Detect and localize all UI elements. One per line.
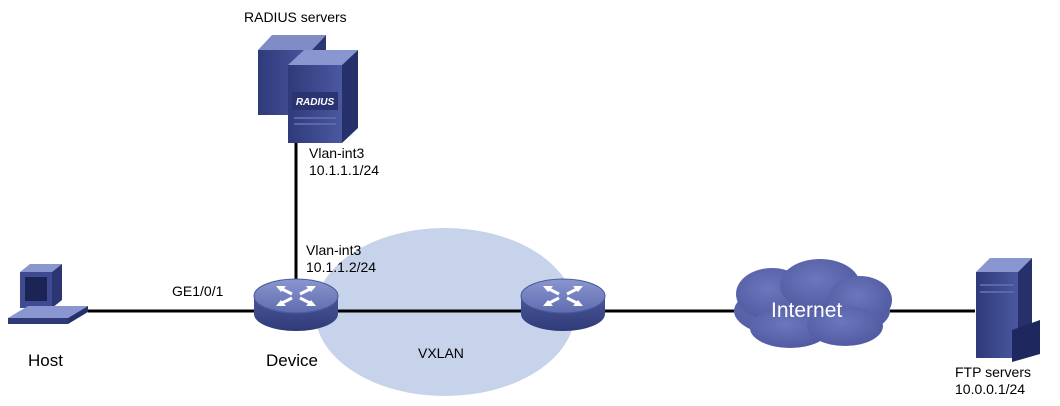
- radius-logo: RADIUS: [296, 97, 335, 108]
- radius-ip: 10.1.1.1/24: [309, 162, 380, 178]
- host-label: Host: [28, 351, 63, 370]
- radius-iface: Vlan-int3: [309, 145, 365, 161]
- switch-icon: [253, 278, 339, 331]
- server-tower-icon: RADIUS: [258, 35, 358, 143]
- radius-servers-label: RADIUS servers: [244, 9, 347, 25]
- ftp-servers: FTP servers: [955, 364, 1031, 380]
- device-label: Device: [266, 351, 318, 370]
- device-interface-label: Vlan-int3 10.1.1.2/24: [306, 242, 376, 276]
- cloud-icon: [734, 259, 892, 348]
- switch-icon: [520, 278, 606, 331]
- internet-label: Internet: [771, 299, 843, 322]
- host-port-label: GE1/0/1: [172, 283, 224, 299]
- radius-interface-label: Vlan-int3 10.1.1.1/24: [309, 145, 379, 179]
- ftp-label: FTP servers 10.0.0.1/24: [955, 364, 1031, 398]
- desktop-computer-icon: [8, 264, 88, 324]
- vxlan-label: VXLAN: [418, 345, 464, 361]
- ftp-ip: 10.0.0.1/24: [955, 381, 1026, 397]
- server-tower-icon: [976, 258, 1040, 362]
- device-iface: Vlan-int3: [306, 242, 362, 258]
- device-ip: 10.1.1.2/24: [306, 259, 377, 275]
